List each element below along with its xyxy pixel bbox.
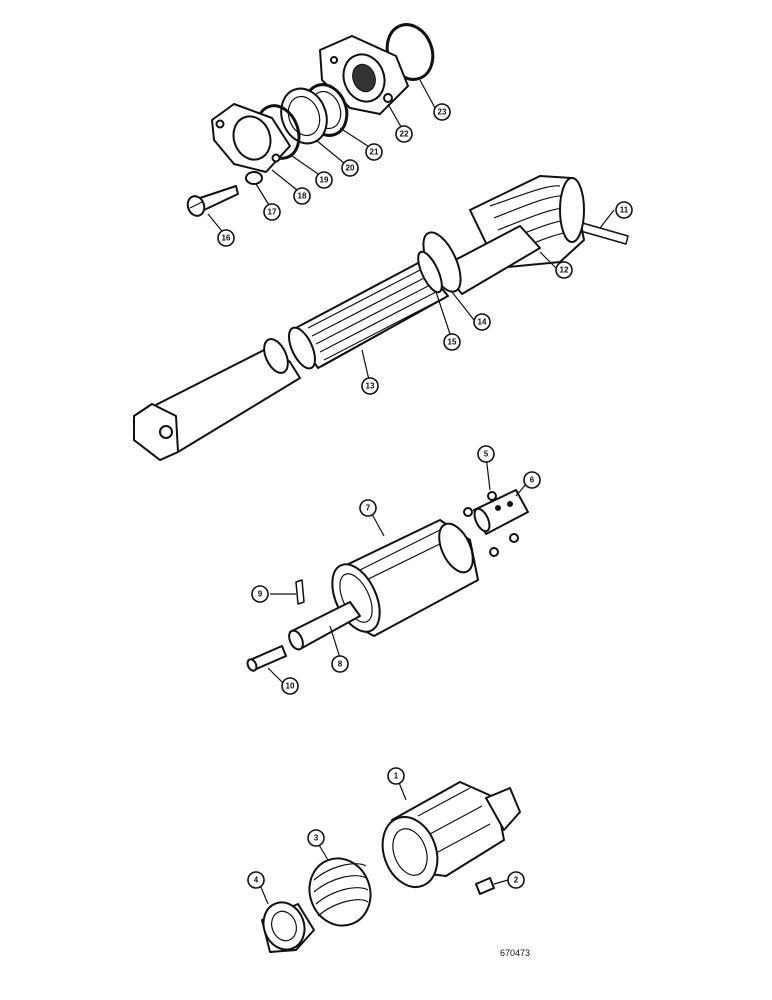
- callout-9-label: 9: [258, 590, 263, 599]
- callout-22: 22: [395, 125, 413, 143]
- callout-9: 9: [251, 585, 269, 603]
- callout-19: 19: [315, 171, 333, 189]
- callout-12-label: 12: [560, 266, 569, 275]
- part-9-pin: [295, 579, 305, 605]
- part-2-set-screw: [475, 877, 495, 895]
- callout-3-label: 3: [314, 834, 319, 843]
- reference-code: 670473: [500, 948, 530, 958]
- callout-17-label: 17: [268, 208, 277, 217]
- callout-15-label: 15: [448, 338, 457, 347]
- callout-2: 2: [507, 871, 525, 889]
- callout-4: 4: [247, 871, 265, 889]
- part-1-nut: [381, 781, 521, 888]
- callout-21-label: 21: [370, 148, 379, 157]
- callout-6-label: 6: [530, 476, 535, 485]
- callout-17: 17: [263, 203, 281, 221]
- callout-8-label: 8: [338, 660, 343, 669]
- part-16-screw: [186, 185, 239, 217]
- callout-1-label: 1: [394, 772, 399, 781]
- callout-15: 15: [443, 333, 461, 351]
- callout-4-label: 4: [254, 876, 259, 885]
- callout-10-label: 10: [286, 682, 295, 691]
- spool-group: [133, 175, 629, 461]
- part-8-plunger: [288, 601, 361, 651]
- callout-1: 1: [387, 767, 405, 785]
- callout-18-label: 18: [298, 192, 307, 201]
- plunger-group: [246, 489, 529, 672]
- callout-23: 23: [433, 103, 451, 121]
- callout-3: 3: [307, 829, 325, 847]
- callout-16-label: 16: [222, 234, 231, 243]
- callout-7: 7: [359, 499, 377, 517]
- callout-23-label: 23: [438, 108, 447, 117]
- part-18-flange: [211, 103, 291, 173]
- part-10-pin: [246, 645, 287, 672]
- callout-22-label: 22: [400, 130, 409, 139]
- callout-7-label: 7: [366, 504, 371, 513]
- callout-11-label: 11: [620, 206, 629, 215]
- callout-8: 8: [331, 655, 349, 673]
- part-6-sleeve: [473, 489, 529, 535]
- callout-5: 5: [477, 445, 495, 463]
- part-20-washer: [280, 87, 328, 145]
- callout-14-label: 14: [478, 318, 487, 327]
- part-4-cup: [261, 901, 315, 953]
- callout-10: 10: [281, 677, 299, 695]
- callout-5-label: 5: [484, 450, 489, 459]
- callout-13: 13: [361, 377, 379, 395]
- part-15-retainer: [417, 250, 443, 294]
- part-3-spring: [308, 857, 372, 927]
- callout-6: 6: [523, 471, 541, 489]
- callout-16: 16: [217, 229, 235, 247]
- callout-13-label: 13: [366, 382, 375, 391]
- flange-seal-group: [186, 23, 435, 217]
- callout-14: 14: [473, 313, 491, 331]
- callout-12: 12: [555, 261, 573, 279]
- part-5-balls: [463, 491, 519, 557]
- callout-20: 20: [341, 159, 359, 177]
- callout-19-label: 19: [320, 176, 329, 185]
- callout-20-label: 20: [346, 164, 355, 173]
- part-7-housing: [331, 519, 479, 637]
- callout-21: 21: [365, 143, 383, 161]
- part-17-lock-washer: [245, 171, 263, 185]
- part-13-land: [288, 261, 449, 370]
- nut-group: [261, 781, 521, 953]
- callout-11: 11: [615, 201, 633, 219]
- callout-18: 18: [293, 187, 311, 205]
- callout-2-label: 2: [514, 876, 519, 885]
